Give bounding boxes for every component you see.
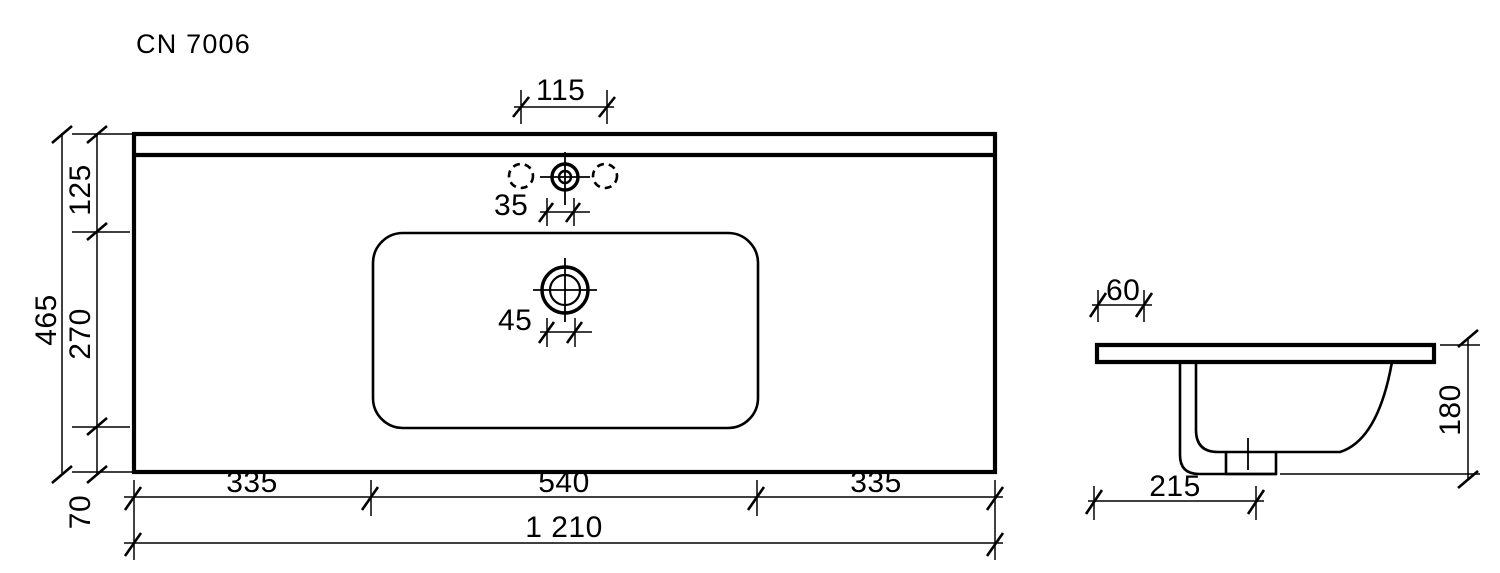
side-rim-slab [1094, 342, 1437, 365]
dim-335-left-label: 335 [226, 466, 278, 499]
dim-height-180: 180 [1280, 329, 1480, 489]
dim-35-tick-left [537, 202, 555, 223]
top-view-group [131, 131, 998, 475]
dim-70-label: 70 [64, 495, 97, 529]
dim-width-overall: 1 210 [123, 511, 1005, 560]
side-bowl-profile [1194, 360, 1394, 454]
dim-projection-215: 215 [1084, 470, 1266, 520]
dim-180-tick-top [1457, 329, 1479, 348]
dim-tap-offset-35: 35 [494, 189, 590, 226]
tap-hole-right-optional [591, 162, 619, 190]
dim-1210-label: 1 210 [525, 511, 603, 544]
dim-width-tick-0 [123, 486, 143, 511]
dim-115-label: 115 [536, 74, 585, 107]
bowl-outline [371, 231, 760, 430]
side-waste-outlet [1224, 450, 1278, 476]
dim-drain-offset-45: 45 [498, 304, 592, 347]
tap-hole-group [507, 152, 619, 205]
dim-115-tick-right [597, 96, 617, 118]
side-overflow-channel [1178, 360, 1278, 476]
dim-depth-chain: 125 270 70 [64, 125, 134, 529]
dim-60-label: 60 [1106, 274, 1140, 307]
dim-180-label: 180 [1434, 384, 1467, 436]
basin-outer-outline [131, 131, 998, 475]
dim-465-tick-top [51, 125, 73, 144]
side-view-group [1094, 342, 1437, 476]
dim-1210-tick-left [123, 532, 143, 557]
dim-115-tick-left [511, 96, 531, 118]
dim-335-right-label: 335 [850, 466, 902, 499]
dim-215-label: 215 [1149, 470, 1201, 503]
dim-45-label: 45 [498, 304, 532, 337]
dim-chain-tick-3 [86, 465, 108, 484]
dim-465-tick-bottom [51, 465, 73, 484]
dim-35-tick-right [564, 202, 582, 223]
dim-rim-60: 60 [1088, 274, 1154, 322]
dim-270-label: 270 [64, 308, 97, 360]
dim-35-label: 35 [494, 189, 528, 222]
dim-540-label: 540 [538, 466, 590, 499]
tap-hole-left-optional [507, 162, 535, 190]
page-title: CN 7006 [136, 29, 251, 59]
dim-465-label: 465 [30, 294, 63, 346]
dim-width-tick-1 [360, 486, 380, 511]
dim-depth-465: 465 [30, 125, 73, 484]
dim-125-label: 125 [64, 164, 97, 216]
dim-tap-spacing-115: 115 [511, 74, 617, 124]
dim-width-chain: 335 540 335 [123, 466, 1005, 516]
drain-group [533, 258, 597, 322]
dim-width-tick-2 [746, 486, 766, 511]
